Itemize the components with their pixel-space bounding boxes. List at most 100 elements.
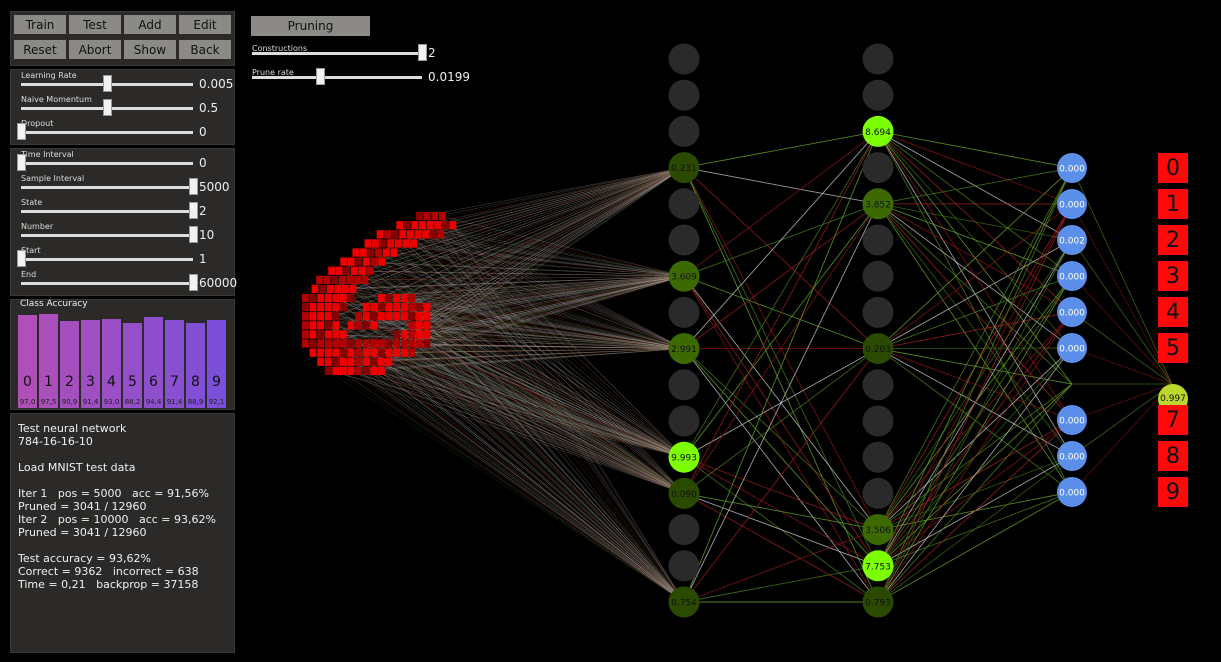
input-connection [410, 234, 685, 494]
input-connection [441, 234, 685, 349]
input-connection [305, 334, 685, 458]
input-connection [412, 276, 685, 308]
input-pixel [347, 293, 355, 303]
hidden-connection [683, 203, 879, 349]
input-connection [391, 167, 685, 245]
input-connection [336, 167, 685, 317]
input-connection [412, 316, 685, 494]
learning-rate-slider-thumb[interactable] [103, 75, 112, 92]
dropout-track[interactable] [21, 131, 193, 134]
input-connection [386, 252, 685, 494]
output-connection [877, 383, 1073, 603]
input-pixel [302, 293, 309, 303]
show-button[interactable]: Show [124, 40, 176, 59]
input-connection [374, 371, 685, 458]
input-connection [415, 167, 685, 226]
input-pixel [324, 321, 332, 330]
end-track[interactable] [21, 282, 193, 285]
back-button[interactable]: Back [179, 40, 231, 59]
input-pixel [400, 339, 408, 348]
number-slider-thumb[interactable] [189, 226, 198, 243]
input-connection [395, 167, 685, 235]
input-pixel [396, 221, 404, 230]
reset-button[interactable]: Reset [14, 40, 66, 59]
input-connection [320, 316, 685, 494]
input-connection [389, 276, 685, 345]
constructions-track[interactable] [252, 52, 422, 55]
number-track[interactable] [21, 234, 193, 237]
add-button[interactable]: Add [124, 15, 176, 34]
end-value: 60000 [199, 276, 238, 290]
edit-button[interactable]: Edit [179, 15, 231, 34]
output-connection [877, 348, 1073, 493]
naive-momentum-slider-thumb[interactable] [103, 99, 112, 116]
input-pixel [370, 357, 378, 366]
test-button[interactable]: Test [69, 15, 121, 34]
input-connection [305, 316, 685, 494]
neuron-hidden1 [668, 79, 700, 111]
pruning-button[interactable]: Pruning [251, 16, 370, 36]
dropout-label: Dropout [21, 119, 54, 128]
prune-rate-track[interactable] [252, 76, 422, 79]
accuracy-value: 97,0 [19, 398, 36, 406]
input-pixel [438, 212, 446, 221]
input-pixel [328, 266, 335, 275]
input-connection [381, 276, 685, 308]
neuron-hidden2 [862, 441, 894, 473]
input-connection [415, 225, 685, 349]
input-pixel [423, 321, 431, 330]
input-connection [369, 270, 685, 277]
time-interval-track[interactable] [21, 162, 193, 165]
input-connection [335, 167, 685, 281]
input-connection [330, 276, 685, 290]
output-connection [877, 275, 1073, 567]
input-connection [427, 325, 685, 349]
input-pixel [399, 230, 407, 239]
output-connection [877, 203, 1073, 603]
sample-interval-slider-thumb[interactable] [189, 178, 198, 195]
sample-interval-track[interactable] [21, 186, 193, 189]
start-slider-thumb[interactable] [17, 250, 26, 267]
input-connection [328, 334, 685, 349]
input-connection [418, 234, 685, 603]
abort-button[interactable]: Abort [69, 40, 121, 59]
input-connection [368, 243, 685, 458]
input-pixel [347, 348, 355, 357]
constructions-slider-thumb[interactable] [418, 44, 427, 61]
state-track[interactable] [21, 210, 193, 213]
input-connection [389, 298, 685, 458]
input-connection [419, 343, 685, 458]
label-connection [1071, 275, 1173, 385]
input-connection [413, 243, 685, 603]
output-connection [877, 167, 1073, 530]
input-connection [419, 325, 685, 603]
input-connection [427, 276, 685, 336]
input-connection [386, 167, 685, 254]
input-connection [371, 252, 685, 349]
input-pixel [393, 330, 400, 339]
accuracy-value: 88,2 [124, 398, 141, 406]
input-connection [351, 343, 685, 494]
input-pixel [370, 348, 378, 357]
input-connection [331, 270, 685, 349]
input-connection [374, 325, 685, 458]
input-connection [406, 243, 685, 349]
time-interval-slider-thumb[interactable] [17, 154, 26, 171]
input-connection [374, 167, 685, 263]
input-pixel [431, 212, 438, 221]
state-slider-thumb[interactable] [189, 202, 198, 219]
prune-rate-slider-thumb[interactable] [316, 68, 325, 85]
input-connection [396, 276, 685, 336]
input-connection [366, 307, 685, 603]
input-pixel [400, 312, 408, 321]
input-connection [410, 234, 685, 349]
input-connection [338, 289, 685, 349]
dropout-slider-thumb[interactable] [17, 123, 26, 140]
start-track[interactable] [21, 258, 193, 261]
end-slider-thumb[interactable] [189, 274, 198, 291]
input-pixel [416, 312, 423, 321]
output-value: 0.000 [1059, 165, 1085, 175]
input-connection [320, 276, 685, 299]
input-connection [336, 371, 685, 494]
train-button[interactable]: Train [14, 15, 66, 34]
